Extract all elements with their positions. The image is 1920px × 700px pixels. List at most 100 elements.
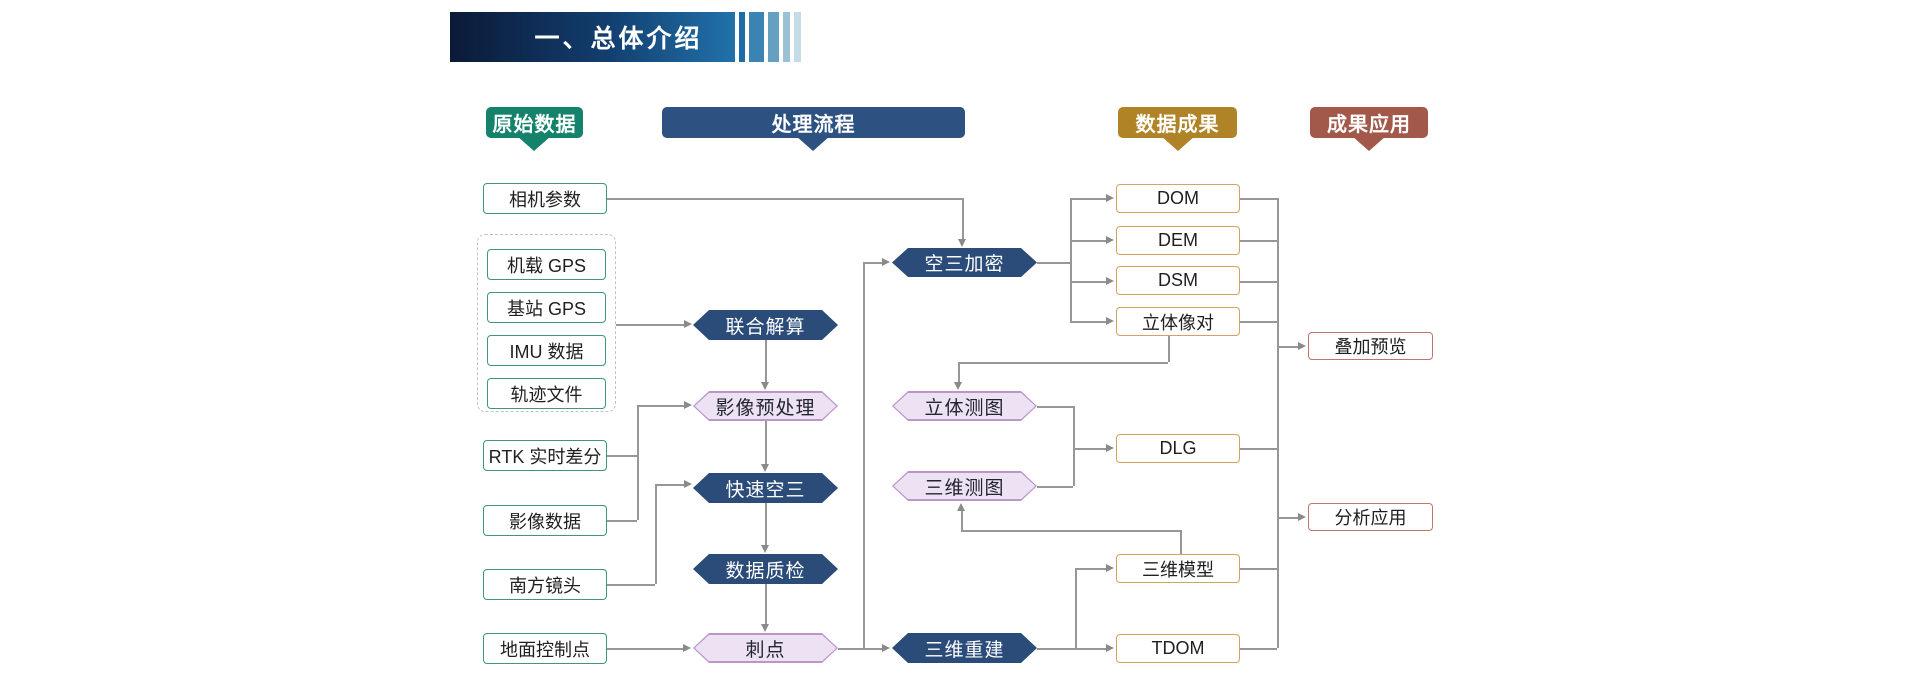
connector-segment (863, 262, 883, 264)
node-3d-model: 三维模型 (1116, 554, 1240, 583)
connector-segment (962, 198, 964, 240)
connector-segment (1037, 648, 1107, 650)
arrowhead-icon (684, 479, 692, 488)
banner-stripe (794, 12, 801, 62)
connector-segment (765, 421, 767, 465)
connector-segment (765, 503, 767, 546)
arrowhead-icon (760, 624, 769, 632)
node-image-preprocess: 影像预处理 (693, 391, 838, 421)
hexagon-shape (892, 633, 1037, 663)
node-south-lens: 南方镜头 (483, 569, 607, 600)
connector-segment (1073, 406, 1075, 486)
node-joint-solve: 联合解算 (693, 310, 838, 340)
connector-segment (958, 362, 1168, 364)
connector-segment (1240, 321, 1277, 323)
node-3d-mapping: 三维测图 (892, 471, 1037, 501)
arrowhead-icon (1106, 563, 1114, 572)
hexagon-fill (894, 473, 1036, 500)
connector-segment (1037, 406, 1073, 408)
arrowhead-icon (760, 382, 769, 390)
arrowhead-icon (1106, 443, 1114, 452)
node-3d-reconstruction-label: 三维重建 (924, 639, 1005, 661)
connector-segment (863, 262, 865, 648)
processing-header-label: 处理流程 (771, 114, 856, 136)
processing-header: 处理流程 (662, 107, 965, 138)
node-image-preprocess-label: 影像预处理 (715, 397, 816, 419)
result-application-header-label: 成果应用 (1327, 114, 1411, 136)
hexagon-shape (693, 473, 838, 503)
arrowhead-icon (1106, 643, 1114, 652)
node-quality-check: 数据质检 (693, 554, 838, 584)
result-application-header: 成果应用 (1310, 107, 1428, 138)
connector-segment (1070, 198, 1072, 321)
arrowhead-icon (683, 643, 691, 652)
connector-segment (607, 520, 637, 522)
connector-segment (958, 362, 960, 383)
node-dlg: DLG (1116, 434, 1240, 463)
node-at-densify: 空三加密 (892, 248, 1037, 277)
connector-segment (961, 530, 1180, 532)
node-airborne-gps: 机载 GPS (487, 249, 606, 280)
connector-segment (607, 584, 655, 586)
node-tdom: TDOM (1116, 634, 1240, 663)
connector-segment (1240, 240, 1277, 242)
node-rtk-diff: RTK 实时差分 (483, 440, 607, 471)
connector-segment (1240, 281, 1277, 283)
node-stereo-mapping-label: 立体测图 (924, 397, 1005, 419)
node-dem: DEM (1116, 226, 1240, 255)
banner-stripe (749, 12, 764, 62)
connector-segment (1070, 321, 1107, 323)
result-application-header-pointer (1352, 136, 1386, 151)
connector-segment (607, 455, 637, 457)
arrowhead-icon (1106, 193, 1114, 202)
hexagon-shape (693, 310, 838, 340)
node-track-file: 轨迹文件 (487, 378, 606, 409)
node-stereo-pair: 立体像对 (1116, 307, 1240, 336)
connector-segment (1277, 198, 1279, 648)
raw-data-header-pointer (517, 136, 551, 151)
raw-data-header: 原始数据 (486, 107, 583, 138)
node-at-densify-label: 空三加密 (924, 254, 1005, 275)
arrowhead-icon (684, 400, 692, 409)
arrowhead-icon (1298, 512, 1306, 521)
data-results-header-label: 数据成果 (1135, 114, 1220, 136)
arrowhead-icon (956, 503, 965, 511)
node-fast-at: 快速空三 (693, 473, 838, 503)
node-ground-control: 地面控制点 (483, 633, 607, 664)
hexagon-fill (695, 635, 837, 662)
connector-segment (765, 584, 767, 625)
connector-segment (1073, 448, 1107, 450)
section-title-banner: 一、总体介绍 (450, 12, 735, 62)
processing-header-pointer (796, 136, 830, 151)
arrowhead-icon (760, 545, 769, 553)
connector-segment (1277, 346, 1299, 348)
node-imu-data: IMU 数据 (487, 335, 606, 366)
hexagon-shape (892, 248, 1037, 277)
node-camera-params: 相机参数 (483, 183, 607, 214)
arrowhead-icon (760, 464, 769, 472)
node-prick-point-label: 刺点 (745, 639, 786, 661)
connector-segment (1180, 530, 1182, 554)
banner-stripe (739, 12, 745, 62)
connector-segment (1070, 240, 1107, 242)
connector-segment (1240, 198, 1277, 200)
connector-segment (655, 484, 657, 584)
connector-segment (607, 198, 962, 200)
gps-data-group-outline (477, 234, 616, 412)
connector-segment (637, 405, 639, 520)
banner-stripe (783, 12, 790, 62)
node-overlay-preview: 叠加预览 (1308, 332, 1433, 360)
connector-segment (1075, 568, 1107, 570)
connector-segment (765, 340, 767, 383)
hexagon-fill (695, 393, 837, 420)
node-dom: DOM (1116, 184, 1240, 213)
connector-segment (838, 648, 883, 650)
connector-segment (607, 648, 684, 650)
connector-segment (637, 405, 684, 407)
connector-segment (1037, 262, 1070, 264)
arrowhead-icon (1298, 341, 1306, 350)
connector-segment (1168, 336, 1170, 362)
node-base-gps: 基站 GPS (487, 292, 606, 323)
node-fast-at-label: 快速空三 (725, 479, 806, 501)
